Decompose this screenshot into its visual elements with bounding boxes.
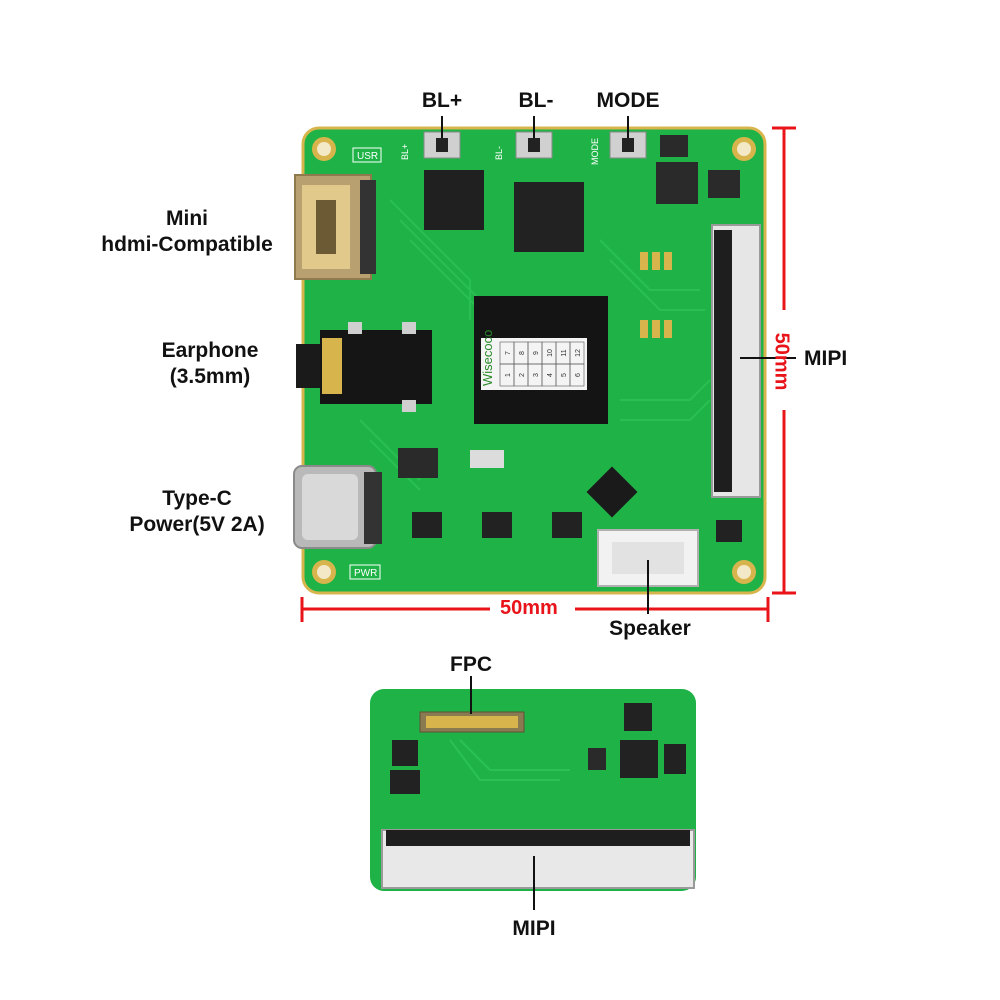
height-dimension-label: 50mm [770,332,793,391]
fpc-label: FPC [450,653,492,676]
mipi-connector-main [711,224,761,498]
grid-number: 3 [533,373,540,377]
leader-lines [441,116,796,910]
mode-silkscreen: MODE [590,138,600,165]
pwr-box [349,564,381,580]
adapter-ic-5 [664,744,686,774]
grid-number: 7 [505,351,512,355]
mipi-bottom-label: MIPI [512,917,556,940]
brand-text: Wisecoco [480,330,495,386]
mcu-chip [514,182,584,252]
grid-number: 4 [547,373,554,377]
type-c-connector [293,465,382,549]
usr-silkscreen: USR [357,151,378,162]
crystal [470,450,504,468]
adapter-traces [449,739,570,781]
bl-plus-label: BL+ [421,89,463,112]
grid-number: 8 [519,351,526,355]
pwr-silkscreen: PWR [354,568,377,579]
mounting-holes [312,137,756,584]
gold-pads [640,252,672,338]
grid-number: 11 [561,349,568,356]
mipi-connector-adapter [381,829,695,889]
audio-ic [398,448,438,478]
mosfet-1 [412,512,442,538]
adapter-ic-2 [390,770,420,794]
speaker-label: Speaker [609,617,691,640]
pcb-traces [359,199,711,491]
driver-ic [424,170,484,230]
bl-minus-silkscreen: BL- [494,146,504,160]
adapter-board [370,689,696,891]
fpc-connector [419,711,525,733]
usr-box [352,147,382,163]
grid-cell [569,363,585,387]
mode-button [609,131,647,159]
width-dimension [300,597,770,622]
adapter-ic-6 [588,748,606,770]
bl-minus-label: BL- [518,89,554,112]
regulator-ic [708,170,740,198]
mosfet-2 [482,512,512,538]
grid-number: 9 [533,351,540,355]
earphone-jack [296,322,432,412]
adapter-ic-3 [624,703,652,731]
qfn-chip [586,466,638,518]
bl-plus-silkscreen: BL+ [400,144,410,160]
mini-hdmi-label: Mini hdmi-Compatible [101,207,273,256]
grid-number: 10 [547,349,554,357]
power-ic [656,162,698,204]
type-c-label: Type-C Power(5V 2A) [129,487,265,536]
mipi-top-label: MIPI [804,347,848,370]
mode-label: MODE [596,89,660,112]
grid-number: 12 [575,349,582,357]
height-dimension [772,126,796,595]
small-ic [660,135,688,157]
adapter-ic-1 [392,740,418,766]
mosfet-3 [552,512,582,538]
main-board: USR BL+ BL- MODE PWR [293,126,767,595]
grid-number: 5 [561,373,568,377]
width-dimension-label: 50mm [500,597,558,619]
grid-number: 1 [505,373,512,377]
adapter-ic-4 [620,740,658,778]
earphone-label: Earphone (3.5mm) [161,339,259,388]
grid-number: 6 [575,373,582,377]
small-mosfet [716,520,742,542]
grid-number: 2 [519,373,526,377]
mini-hdmi-connector [294,174,376,280]
